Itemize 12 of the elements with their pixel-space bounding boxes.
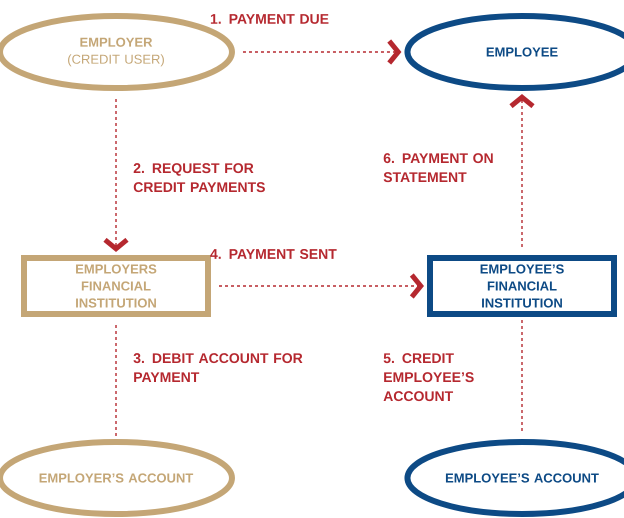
box-node: EMPLOYERS FINANCIAL INSTITUTION bbox=[21, 255, 211, 317]
edge-label: 5. CREDIT EMPLOYEE’S ACCOUNT bbox=[384, 353, 474, 402]
box-node: EMPLOYEE’S FINANCIAL INSTITUTION bbox=[427, 255, 617, 317]
edge-label: 1. PAYMENT DUE bbox=[210, 14, 328, 24]
arrow bbox=[219, 273, 424, 299]
arrow bbox=[509, 94, 535, 247]
arrow bbox=[242, 39, 402, 65]
edge-label: 4. PAYMENT SENT bbox=[210, 249, 337, 259]
arrow bbox=[103, 99, 129, 252]
edge-label: 6. PAYMENT ON STATEMENT bbox=[384, 153, 493, 182]
edge-label: 2. REQUEST FOR CREDIT PAYMENTS bbox=[134, 163, 265, 192]
edge-label: 3. DEBIT ACCOUNT FOR PAYMENT bbox=[134, 353, 302, 382]
